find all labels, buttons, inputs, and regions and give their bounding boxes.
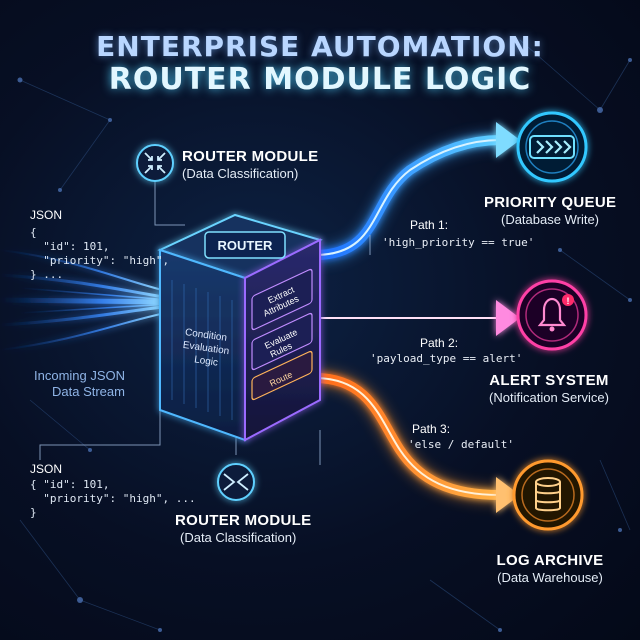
alert-system-icon: ! [516,279,588,351]
json-bottom-line-1: { "id": 101, [30,478,110,491]
path-2-arrow [320,300,520,336]
incoming-stream [0,249,171,351]
incoming-label-line-1: Incoming JSON [34,368,126,383]
background-nodes [17,58,632,632]
title-line-1: ENTERPRISE AUTOMATION: [96,30,544,63]
json-bottom-line-3: } [30,506,37,519]
path-1-label: Path 1: [410,218,449,232]
router-module-bottom-title: ROUTER MODULE [175,512,312,529]
json-bottom-line-2: "priority": "high", ... [30,492,196,505]
priority-queue-icon [516,111,588,183]
incoming-label-line-2: Data Stream [52,384,125,399]
router-box-top-label: ROUTER [217,238,273,253]
json-top-line-4: } ... [30,268,64,281]
path-3-condition: 'else / default' [408,438,514,451]
router-module-bottom-subtitle: (Data Classification) [180,530,297,545]
path-1-condition: 'high_priority == true' [382,236,535,249]
router-module-top-title: ROUTER MODULE [182,148,319,165]
json-top-line-2: "id": 101, [30,240,110,253]
router-module-top-icon [136,144,174,182]
path-3-arrow [314,369,520,513]
path-2-condition: 'payload_type == alert' [370,352,523,365]
svg-text:!: ! [567,296,570,306]
alert-system-title: ALERT SYSTEM [489,372,609,389]
json-top-line-1: { [30,226,37,239]
path-3-label: Path 3: [412,422,451,436]
log-archive-subtitle: (Data Warehouse) [497,570,603,585]
background-network [19,39,631,631]
log-archive-icon [512,459,584,531]
router-cube [157,213,323,442]
json-top-line-3: "priority": "high", [30,254,170,267]
router-module-bottom-icon [217,463,255,501]
log-archive-title: LOG ARCHIVE [496,552,604,569]
path-2-label: Path 2: [420,336,459,350]
router-module-top-subtitle: (Data Classification) [182,166,299,181]
title-line-2: ROUTER MODULE LOGIC [108,62,532,97]
path-1-arrow [314,122,520,264]
alert-system-subtitle: (Notification Service) [489,390,609,405]
json-top-label: JSON [30,208,63,222]
json-bottom-label: JSON [30,462,63,476]
priority-queue-title: PRIORITY QUEUE [484,194,617,211]
priority-queue-subtitle: (Database Write) [500,212,599,227]
